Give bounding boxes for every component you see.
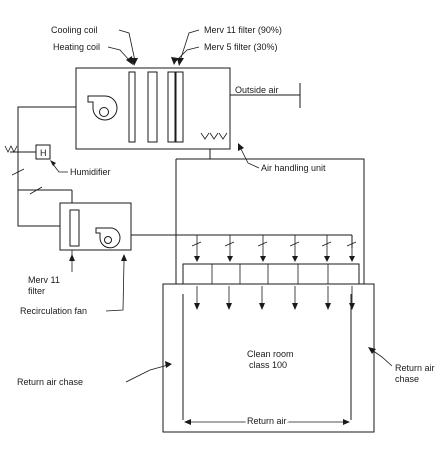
air-handling-unit-label: Air handling unit: [261, 163, 326, 173]
merv5-filter-label: Merv 5 filter (30%): [204, 42, 278, 52]
humidifier-box: [35, 144, 51, 160]
merv11-recirc-label-line1: Merv 11: [28, 275, 60, 285]
humidifier-label: Humidifier: [70, 167, 111, 177]
right-return-riser: [210, 158, 365, 284]
return-air-chase-left-label: Return air chase: [17, 377, 83, 387]
hepa-filter-plenum: [182, 263, 360, 285]
ahu-supply-fan-icon: [87, 95, 118, 121]
ahu-outlet-duct: [176, 149, 211, 160]
return-air-chase-right-label-line2: chase: [395, 374, 419, 384]
recirculation-fan-icon: [95, 227, 121, 249]
merv11-filter-label: Merv 11 filter (90%): [204, 25, 282, 35]
air-handling-unit: [75, 67, 301, 150]
recirculation-fan-label: Recirculation fan: [20, 306, 87, 316]
clean-room-label-line2: class 100: [249, 360, 287, 370]
duct-spray-nozzle-icon: [4, 145, 18, 153]
merv11-recirc-filter: [69, 209, 80, 247]
merv11-recirc-label-line2: filter: [28, 286, 45, 296]
heating-coil-label: Heating coil: [53, 42, 100, 52]
supply-duct: [4, 106, 76, 227]
ahu-spray-nozzles-icon: [200, 132, 228, 140]
branch-ducts: [191, 235, 357, 262]
downflow-arrows: [194, 286, 355, 310]
merv11-filter-bank: [167, 71, 176, 143]
cooling-coil: [128, 71, 136, 143]
humidifier-symbol: H: [40, 148, 47, 158]
outside-air-label: Outside air: [235, 85, 279, 95]
clean-room: Clean room class 100: [162, 283, 375, 433]
return-air-label: Return air: [247, 416, 287, 426]
merv5-filter-bank: [175, 71, 184, 143]
clean-room-label-line1: Clean room: [247, 349, 294, 359]
supply-header: [131, 234, 360, 285]
return-air-chase-right-label-line1: Return air: [395, 363, 435, 373]
supply-damper-icon: [11, 168, 25, 176]
top-leaders: [107, 29, 200, 66]
clean-room-box: [162, 283, 375, 433]
heating-coil: [147, 71, 158, 143]
recirculation-unit: [59, 202, 132, 251]
cooling-coil-label: Cooling coil: [51, 25, 98, 35]
